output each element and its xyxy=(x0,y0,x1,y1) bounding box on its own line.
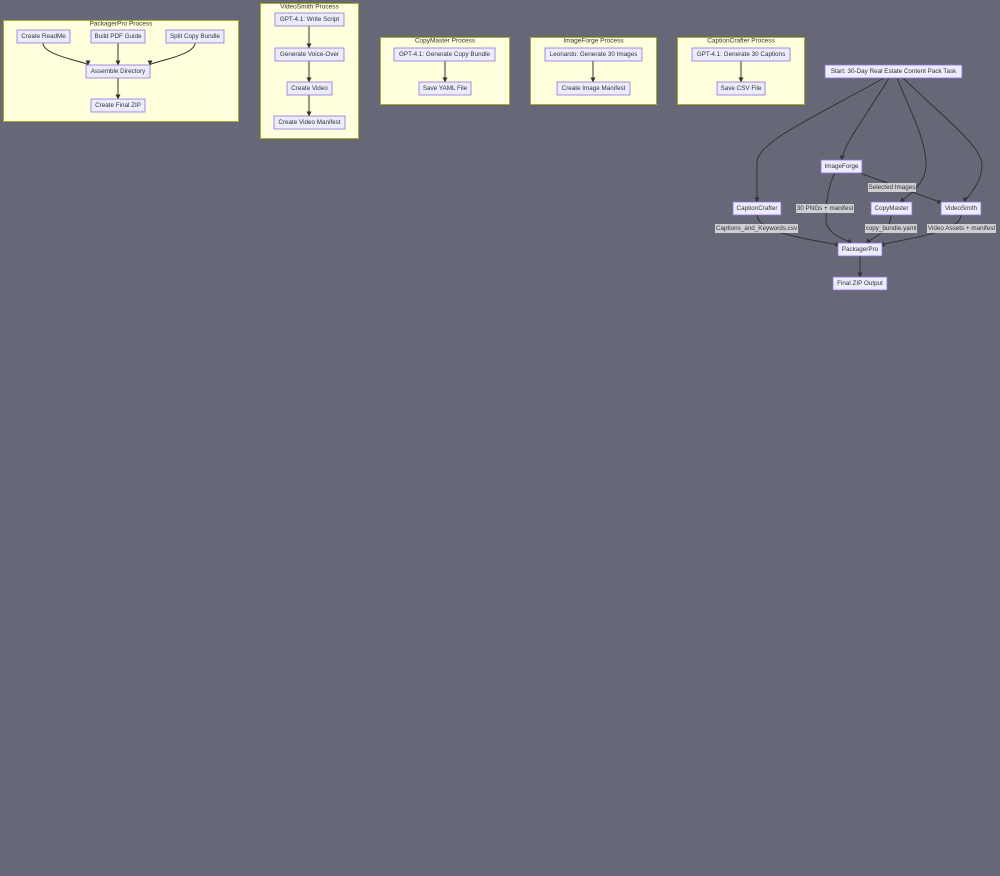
edge-label-pngs-manifest: 30 PNGs + manifest xyxy=(797,205,854,212)
node-save-csv[interactable]: Save CSV File xyxy=(716,81,766,96)
node-captioncrafter-label: CaptionCrafter xyxy=(737,205,778,212)
node-image-manifest[interactable]: Create Image Manifest xyxy=(556,81,631,96)
edge-labels: Selected Images 30 PNGs + manifest Capti… xyxy=(715,183,996,233)
node-videosmith-label: VideoSmith xyxy=(945,205,978,212)
node-videosmith[interactable]: VideoSmith xyxy=(940,201,982,216)
node-video-manifest-label: Create Video Manifest xyxy=(278,119,340,126)
cluster-packagerpro-title: PackagerPro Process xyxy=(90,21,154,28)
node-create-video[interactable]: Create Video xyxy=(286,81,333,96)
node-imageforge-label: ImageForge xyxy=(825,163,859,170)
node-copymaster[interactable]: CopyMaster xyxy=(870,201,913,216)
node-split-copy-label: Split Copy Bundle xyxy=(170,33,221,40)
edge-label-selected-images: Selected Images xyxy=(869,184,916,191)
cluster-imageforge-title: ImageForge Process xyxy=(563,38,624,45)
node-save-csv-label: Save CSV File xyxy=(721,85,762,92)
node-final-zip-output[interactable]: Final ZIP Output xyxy=(832,276,888,291)
edge-start-to-copymaster xyxy=(896,77,927,203)
node-split-copy[interactable]: Split Copy Bundle xyxy=(165,29,225,44)
node-voice-over[interactable]: Generate Voice-Over xyxy=(274,47,345,62)
edge-label-copy-yaml: copy_bundle.yaml xyxy=(866,225,917,232)
node-start-label: Start: 30-Day Real Estate Content Pack T… xyxy=(831,68,957,75)
node-assemble-directory-label: Assemble Directory xyxy=(91,68,146,75)
cluster-captioncrafter-title: CaptionCrafter Process xyxy=(707,38,775,45)
node-imageforge[interactable]: ImageForge xyxy=(820,159,863,174)
edge-label-video-assets: Video Assets + manifest xyxy=(928,225,996,232)
edge-start-to-imageforge xyxy=(839,77,890,161)
edge-start-to-videosmith xyxy=(902,77,983,203)
node-final-zip-output-label: Final ZIP Output xyxy=(837,280,883,287)
edge-split-to-assemble xyxy=(147,42,196,66)
node-packagerpro-label: PackagerPro xyxy=(842,246,879,253)
node-build-pdf[interactable]: Build PDF Guide xyxy=(90,29,146,44)
node-start[interactable]: Start: 30-Day Real Estate Content Pack T… xyxy=(824,64,963,79)
cluster-copymaster-title: CopyMaster Process xyxy=(415,38,476,45)
node-create-final-zip[interactable]: Create Final ZIP xyxy=(90,98,146,113)
node-build-pdf-label: Build PDF Guide xyxy=(95,33,142,40)
node-write-script[interactable]: GPT-4.1: Write Script xyxy=(274,12,345,27)
nodes: Create ReadMe Build PDF Guide Split Copy… xyxy=(16,12,982,291)
edge-start-to-captioncrafter xyxy=(754,77,885,203)
node-generate-copy[interactable]: GPT-4.1: Generate Copy Bundle xyxy=(393,47,496,62)
node-video-manifest[interactable]: Create Video Manifest xyxy=(273,115,346,130)
node-generate-images[interactable]: Leonardo: Generate 30 Images xyxy=(544,47,643,62)
node-packagerpro[interactable]: PackagerPro xyxy=(837,242,883,257)
node-copymaster-label: CopyMaster xyxy=(875,205,909,212)
node-voice-over-label: Generate Voice-Over xyxy=(280,51,339,58)
cluster-videosmith-title: VideoSmith Process xyxy=(280,4,339,11)
node-save-yaml[interactable]: Save YAML File xyxy=(418,81,472,96)
node-image-manifest-label: Create Image Manifest xyxy=(562,85,626,92)
node-generate-captions-label: GPT-4.1: Generate 30 Captions xyxy=(697,51,786,58)
edge-imageforge-to-packager xyxy=(825,172,853,244)
node-assemble-directory[interactable]: Assemble Directory xyxy=(85,64,151,79)
edge-readme-to-assemble xyxy=(42,42,91,66)
node-create-video-label: Create Video xyxy=(291,85,328,92)
edge-videosmith-to-packager xyxy=(879,214,962,247)
node-create-final-zip-label: Create Final ZIP xyxy=(95,102,141,109)
node-create-readme[interactable]: Create ReadMe xyxy=(16,29,71,44)
node-captioncrafter[interactable]: CaptionCrafter xyxy=(732,201,782,216)
node-save-yaml-label: Save YAML File xyxy=(423,85,468,92)
node-write-script-label: GPT-4.1: Write Script xyxy=(280,16,340,23)
edge-copymaster-to-packager xyxy=(865,214,892,244)
node-generate-captions[interactable]: GPT-4.1: Generate 30 Captions xyxy=(691,47,791,62)
edge-label-captions-csv: Captions_and_Keywords.csv xyxy=(716,225,798,232)
node-generate-images-label: Leonardo: Generate 30 Images xyxy=(550,51,638,58)
node-generate-copy-label: GPT-4.1: Generate Copy Bundle xyxy=(399,51,491,58)
edge-captioncrafter-to-packager xyxy=(756,214,841,247)
cluster-edges xyxy=(42,26,744,117)
node-create-readme-label: Create ReadMe xyxy=(21,33,66,40)
